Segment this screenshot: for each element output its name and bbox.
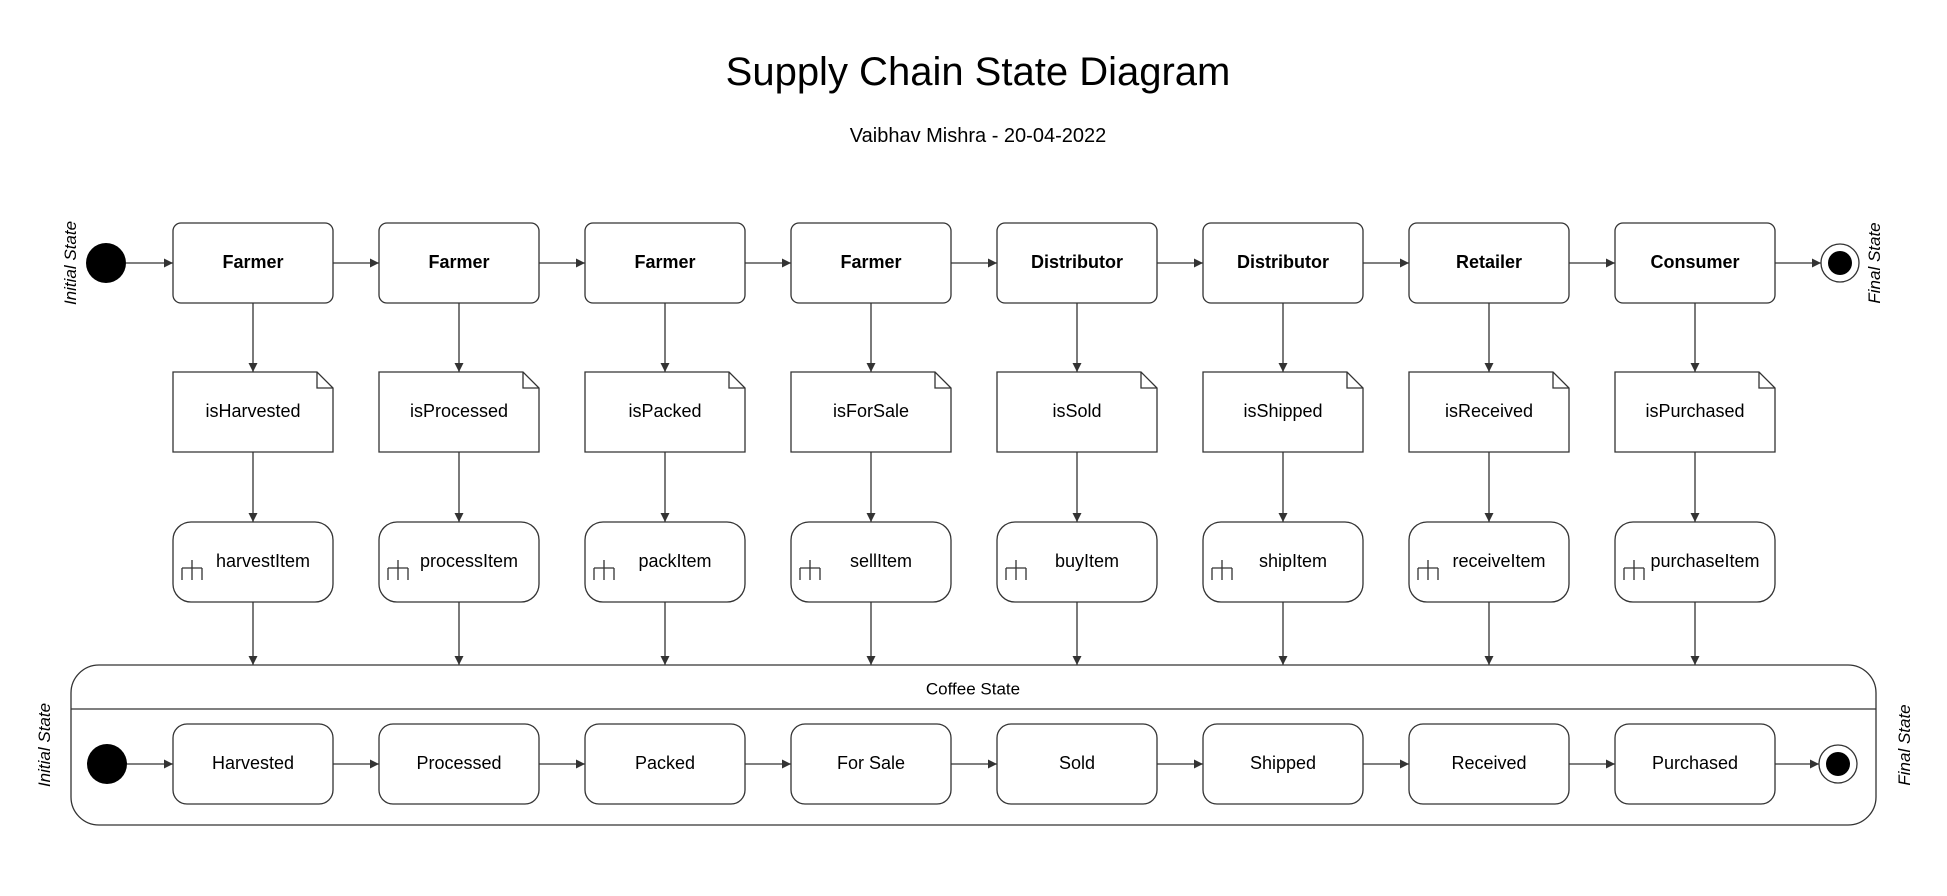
initial-state-label-top: Initial State [61,221,80,305]
call-behavior-icon [1417,560,1439,580]
action-node-3: sellItem [790,521,952,603]
action-node-5: shipItem [1202,521,1364,603]
event-note-7: isPurchased [1614,371,1776,453]
action-node-7: purchaseItem [1614,521,1776,603]
action-label: packItem [638,551,711,571]
call-behavior-icon [1623,560,1645,580]
event-note-5: isShipped [1202,371,1364,453]
event-note-0: isHarvested [172,371,334,453]
actor-label: Retailer [1456,252,1522,272]
event-note-3: isForSale [790,371,952,453]
action-label: harvestItem [216,551,310,571]
actor-state-1: Farmer [378,222,540,304]
call-behavior-icon [1211,560,1233,580]
action-node-1: processItem [378,521,540,603]
initial-state-node-top [86,243,126,283]
call-behavior-icon [593,560,615,580]
actor-state-4: Distributor [996,222,1158,304]
coffee-substate-7: Purchased [1614,723,1776,805]
diagram-title: Supply Chain State Diagram [726,50,1231,94]
action-label: purchaseItem [1650,551,1759,571]
action-label: shipItem [1259,551,1327,571]
substate-label: Processed [416,753,501,773]
coffee-substate-2: Packed [584,723,746,805]
action-node-4: buyItem [996,521,1158,603]
actor-label: Consumer [1650,252,1739,272]
event-note-4: isSold [996,371,1158,453]
call-behavior-icon [799,560,821,580]
actor-label: Farmer [634,252,695,272]
action-label: processItem [420,551,518,571]
event-label: isPacked [628,401,701,421]
event-label: isForSale [833,401,909,421]
actor-label: Distributor [1237,252,1329,272]
actor-state-7: Consumer [1614,222,1776,304]
coffee-substate-3: For Sale [790,723,952,805]
event-label: isSold [1052,401,1101,421]
final-state-label-top: Final State [1865,222,1884,303]
final-state-node-top [1820,243,1860,283]
call-behavior-icon [181,560,203,580]
initial-state-node-bottom [87,744,127,784]
actor-state-0: Farmer [172,222,334,304]
actor-label: Farmer [840,252,901,272]
action-node-0: harvestItem [172,521,334,603]
substate-label: Sold [1059,753,1095,773]
substate-label: Received [1451,753,1526,773]
diagram-subtitle: Vaibhav Mishra - 20-04-2022 [850,125,1106,147]
substate-label: Harvested [212,753,294,773]
event-note-2: isPacked [584,371,746,453]
final-state-label-bottom: Final State [1895,704,1914,785]
initial-state-label-bottom: Initial State [35,703,54,787]
actor-state-3: Farmer [790,222,952,304]
event-label: isPurchased [1645,401,1744,421]
call-behavior-icon [387,560,409,580]
actor-state-5: Distributor [1202,222,1364,304]
substate-label: Purchased [1652,753,1738,773]
transition-edges [126,258,1821,769]
coffee-substate-4: Sold [996,723,1158,805]
call-behavior-icon [1005,560,1027,580]
actor-state-2: Farmer [584,222,746,304]
coffee-state-composite: Coffee State [70,664,1877,826]
coffee-substate-1: Processed [378,723,540,805]
event-note-6: isReceived [1408,371,1570,453]
event-note-1: isProcessed [378,371,540,453]
substate-label: Shipped [1250,753,1316,773]
coffee-state-title: Coffee State [926,679,1020,698]
actor-label: Farmer [222,252,283,272]
substate-label: For Sale [837,753,905,773]
action-label: buyItem [1055,551,1119,571]
actor-label: Farmer [428,252,489,272]
substate-label: Packed [635,753,695,773]
event-label: isHarvested [205,401,300,421]
action-label: sellItem [850,551,912,571]
action-node-2: packItem [584,521,746,603]
coffee-substate-5: Shipped [1202,723,1364,805]
action-node-6: receiveItem [1408,521,1570,603]
coffee-substate-0: Harvested [172,723,334,805]
event-label: isShipped [1243,401,1322,421]
actor-label: Distributor [1031,252,1123,272]
event-label: isProcessed [410,401,508,421]
coffee-substate-6: Received [1408,723,1570,805]
event-label: isReceived [1445,401,1533,421]
action-label: receiveItem [1452,551,1545,571]
actor-state-6: Retailer [1408,222,1570,304]
final-state-node-bottom [1818,744,1858,784]
